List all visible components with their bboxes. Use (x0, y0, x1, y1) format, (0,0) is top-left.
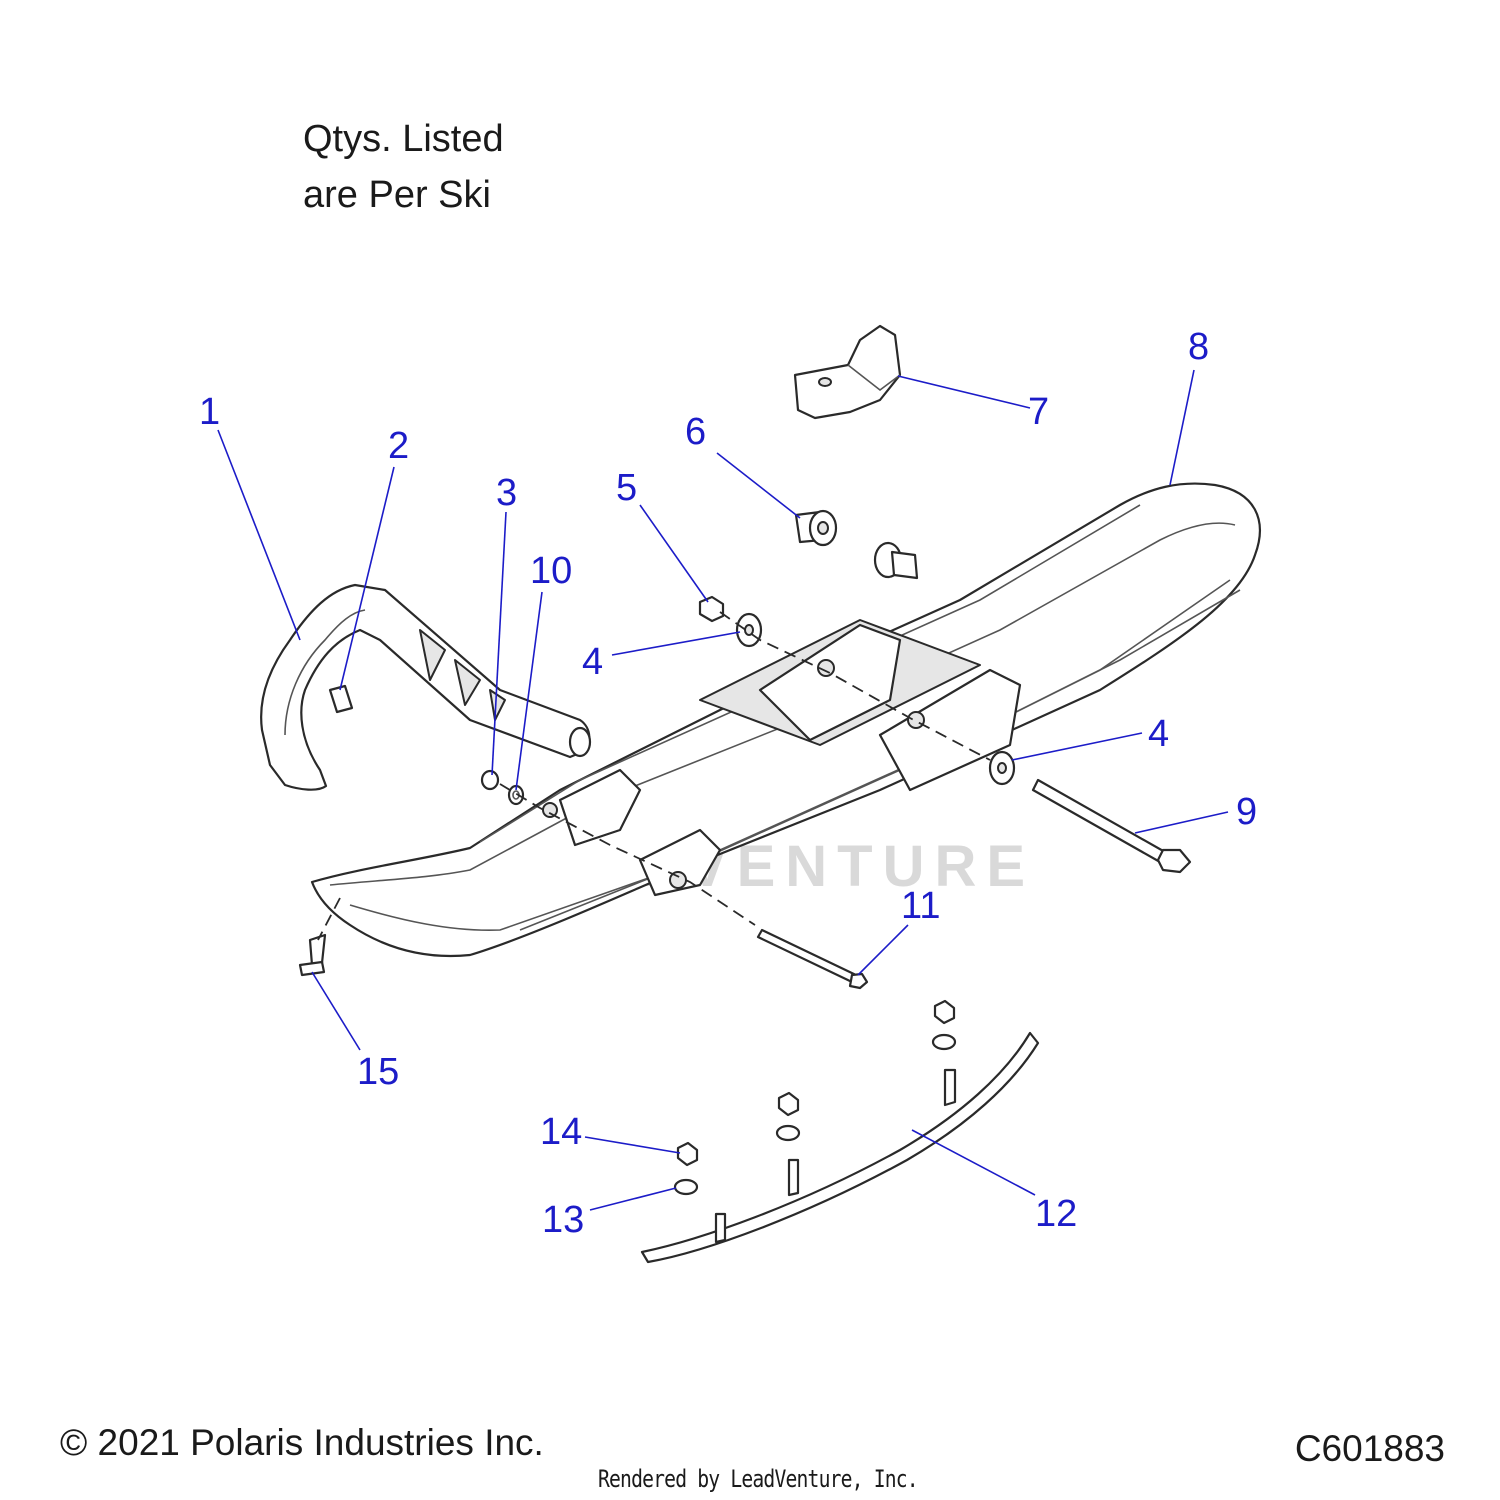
washer-13 (673, 1178, 699, 1196)
ski-body (310, 482, 1261, 958)
nut-14-rear (933, 999, 956, 1025)
callout-9: 9 (1236, 791, 1257, 833)
callout-7: 7 (1028, 391, 1049, 433)
spindle-bolt (1031, 778, 1192, 874)
leader-11 (857, 924, 909, 976)
tip-screw (298, 933, 327, 977)
callout-15: 15 (357, 1051, 399, 1093)
callout-2: 2 (388, 425, 409, 467)
drawing-number: C601883 (1294, 1428, 1445, 1469)
leader-5 (639, 504, 709, 603)
leader-10 (515, 591, 543, 791)
callout-5: 5 (616, 467, 637, 509)
callout-12: 12 (1035, 1193, 1077, 1235)
ski-handle (260, 583, 592, 791)
copyright-text: © 2021 Polaris Industries Inc. (60, 1422, 544, 1463)
callout-13: 13 (542, 1199, 584, 1241)
nut-3 (480, 769, 500, 791)
nut-14-middle (777, 1091, 800, 1117)
leader-12 (911, 1129, 1036, 1196)
leader-14 (584, 1136, 681, 1154)
leader-6 (716, 452, 801, 519)
callout-14: 14 (540, 1111, 582, 1153)
callout-4-upper: 4 (582, 641, 603, 683)
front-bolt (756, 928, 869, 990)
callout-4-lower: 4 (1148, 713, 1169, 755)
callout-11: 11 (901, 885, 940, 927)
leader-15 (311, 971, 361, 1051)
bushing-6-second (873, 541, 919, 580)
leader-4-upper (611, 631, 741, 656)
carbide-runner (640, 1031, 1040, 1264)
leader-3 (491, 511, 507, 776)
leader-8 (1169, 369, 1195, 486)
leader-7 (897, 375, 1031, 409)
leader-4-lower (1011, 732, 1143, 761)
ski-saddle (793, 324, 902, 420)
nut-5 (698, 595, 725, 623)
qty-note-line-1: Qtys. Listed (303, 118, 504, 160)
washer-13-rear (931, 1033, 957, 1051)
nut-14 (676, 1141, 699, 1167)
bushing-6 (794, 509, 838, 547)
callout-6: 6 (685, 411, 706, 453)
callout-10: 10 (530, 550, 572, 592)
washer-13-middle (775, 1124, 801, 1142)
qty-note-line-2: are Per Ski (303, 174, 491, 216)
callout-8: 8 (1188, 326, 1209, 368)
leader-13 (589, 1187, 677, 1211)
assembly-line-lower (499, 783, 756, 926)
assembly-line-tip (317, 897, 341, 941)
handle-plug (328, 684, 354, 714)
leader-1 (217, 429, 301, 641)
rendered-by-text: Rendered by LeadVenture, Inc. (598, 1465, 919, 1493)
callout-3: 3 (496, 472, 517, 514)
leader-9 (1134, 811, 1229, 834)
callout-1: 1 (199, 391, 220, 433)
leader-2 (339, 466, 395, 691)
assembly-line-upper (719, 611, 991, 761)
